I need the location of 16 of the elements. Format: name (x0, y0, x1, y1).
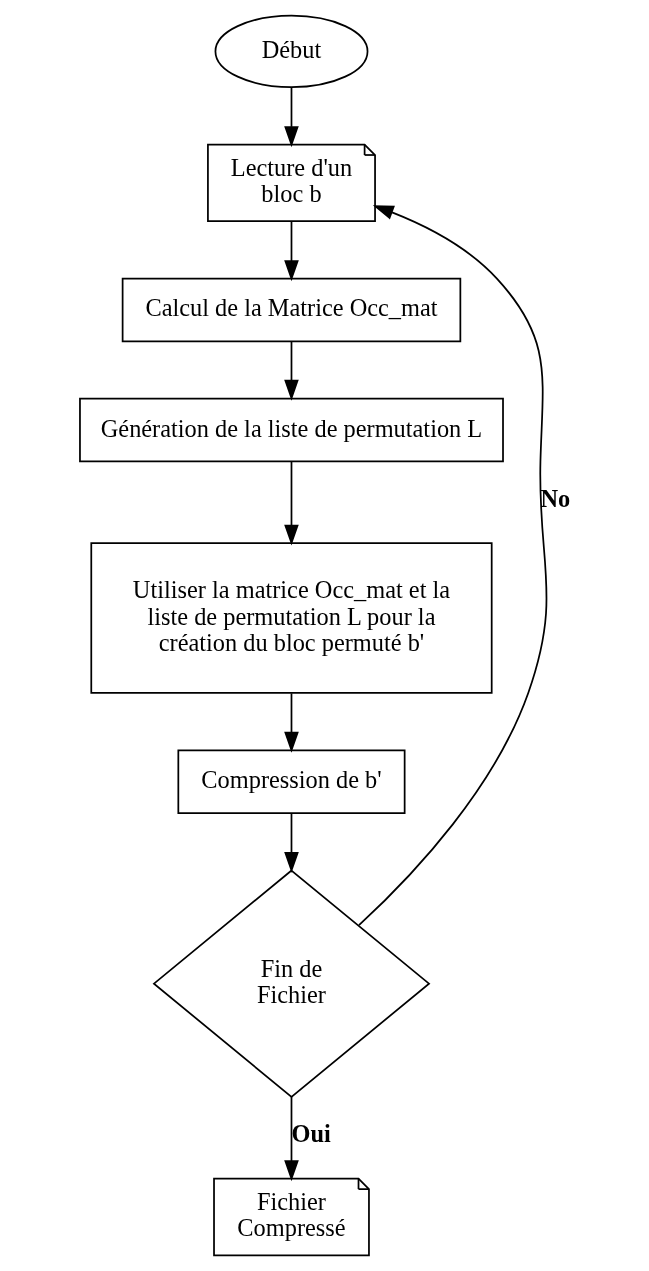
arrow (283, 812, 299, 873)
arrow (283, 460, 299, 546)
arrow (357, 205, 547, 927)
arrow (283, 692, 299, 753)
node-box: Utiliser la matrice Occ_mat et la liste de permutation L pour la création du bloc permuté b' (89, 542, 493, 694)
node-box: Génération de la liste de permutation L (78, 397, 504, 463)
edge-label: No (539, 485, 570, 513)
node-ellipse: Début (214, 14, 368, 88)
arrow (283, 1096, 299, 1182)
node-diamond: Fin de Fichier (152, 869, 430, 1098)
edge-label: Oui (290, 1120, 331, 1148)
arrow (283, 86, 299, 148)
arrow (283, 340, 299, 401)
arrow (283, 220, 299, 282)
node-box: Calcul de la Matrice Occ_mat (121, 277, 461, 343)
node-box: Compression de b' (176, 749, 405, 814)
